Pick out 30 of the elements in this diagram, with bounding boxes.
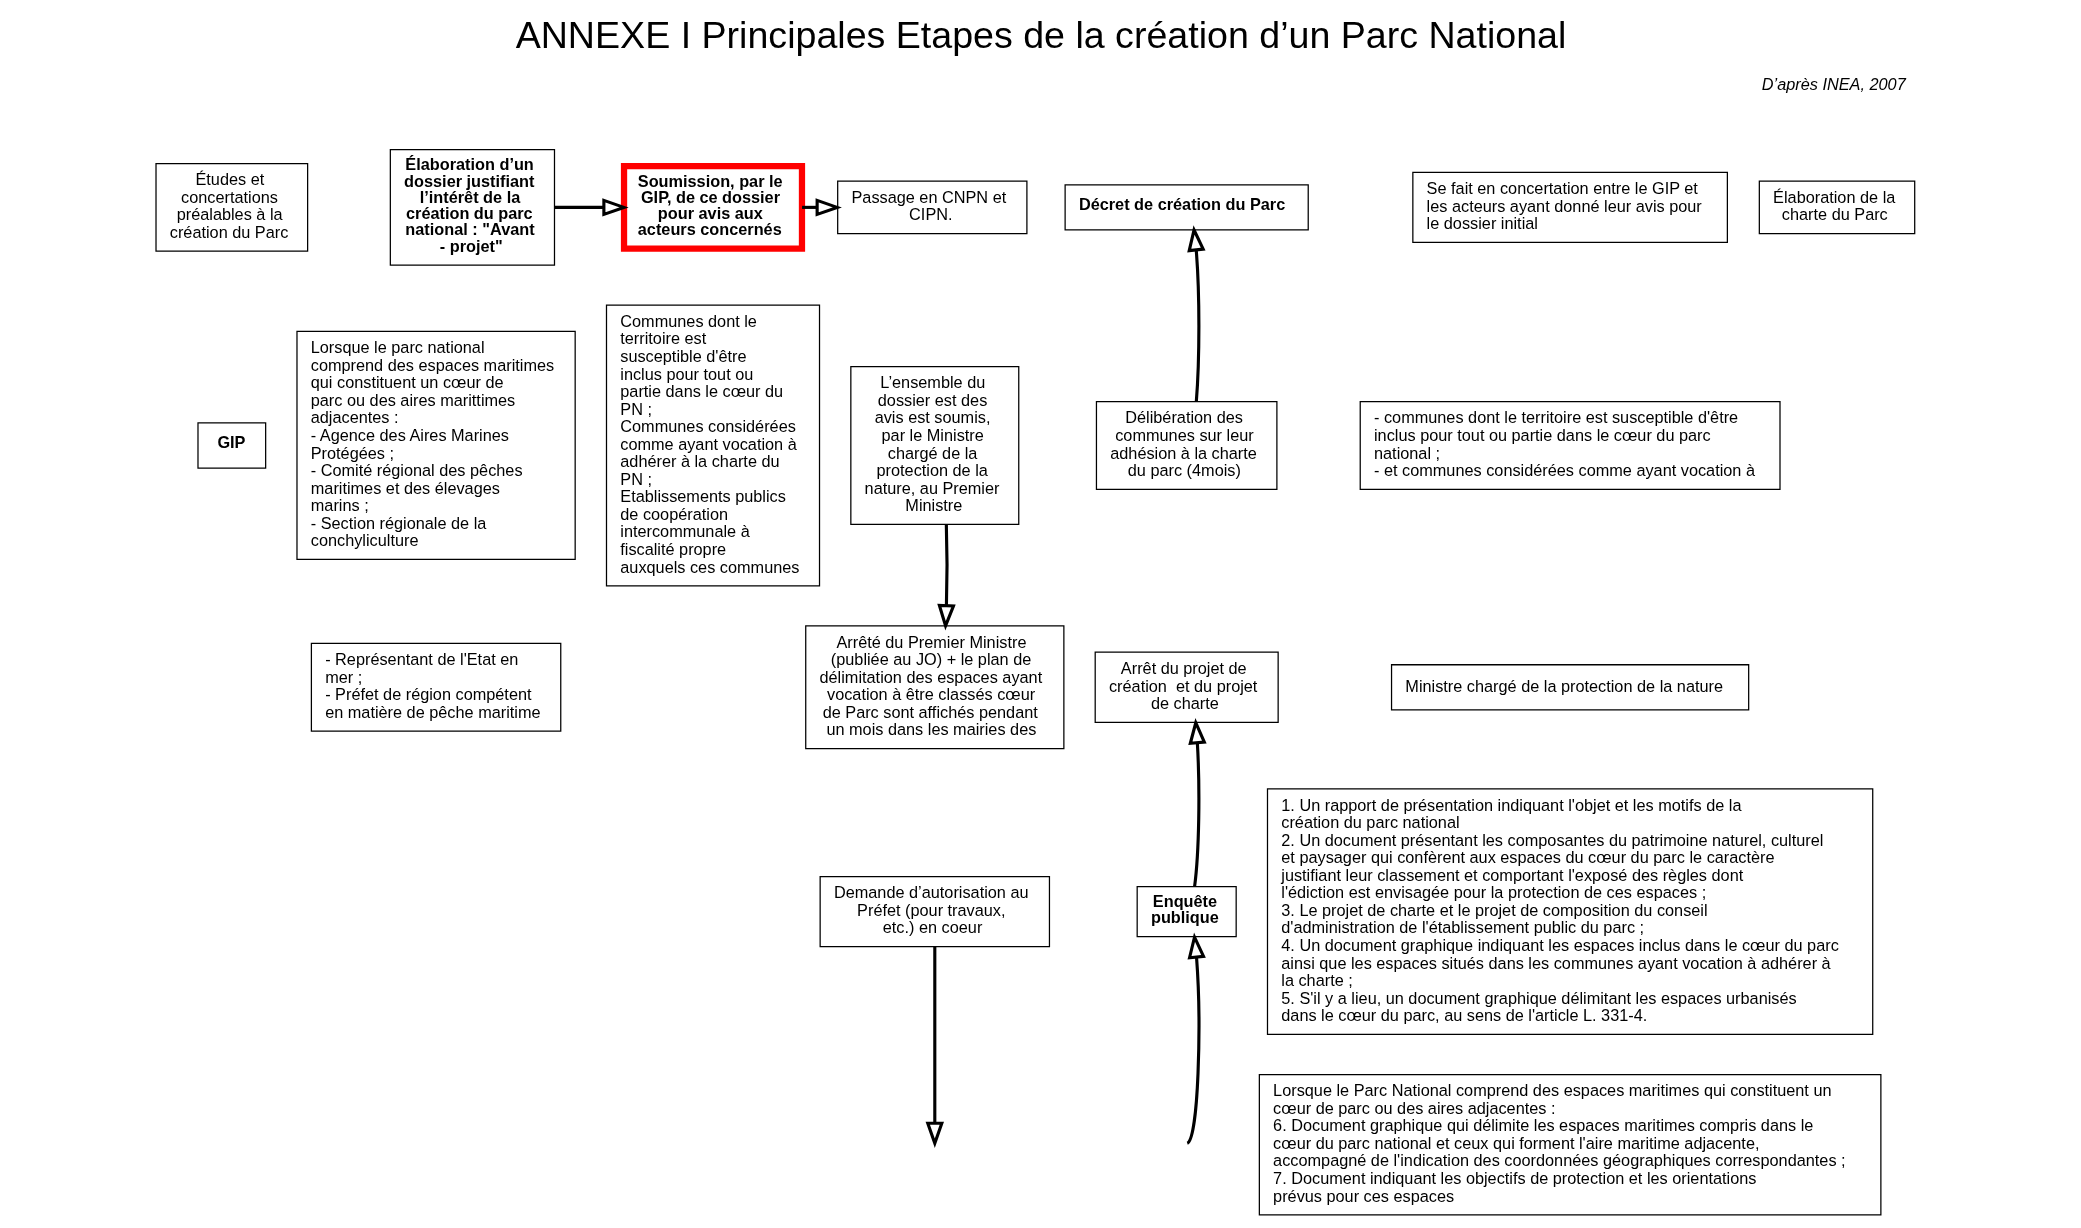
node-box: Élaboration d’un dossier justifiant l’intérêt de la création du parc national : "Avant - projet" (389, 149, 555, 266)
node-box: Soumission, par le GIP, de ce dossier pour avis aux acteurs concernés (620, 162, 805, 252)
node-box: 1. Un rapport de présentation indiquant l'objet et les motifs de la création du parc national 2. Un document présentant les composantes du patrimoine naturel, culturel et paysager qui confèrent aux espaces du cœur du parc le caractère justifiant leur classement et comportant l'exposé des règles dont l'édiction est envisagée pour la protection de ces espaces ; 3. Le projet de charte et le projet de composition du conseil d'administration de l'établissement public du parc ; 4. Un document graphique indiquant les espaces inclus dans le cœur du parc ainsi que les espaces situés dans les communes ayant vocation à adhérer à la charte ; 5. S'il y a lieu, un document graphique délimitant les espaces urbanisés dans le cœur du parc, au sens de l'article L. 331-4. (1266, 788, 1873, 1036)
arrow (936, 524, 956, 631)
arrow (925, 946, 944, 1149)
node-box: L’ensemble du dossier est des avis est soumis, par le Ministre chargé de la protection de la nature, au Premier Ministre (849, 365, 1019, 526)
node-box: Lorsque le Parc National comprend des espaces maritimes qui constituent un cœur de parc ou des aires adjacentes : 6. Document graphique qui délimite les espaces maritimes compris dans le cœur du parc national et ceux qui forment l'aire maritime adjacente, accompagné de l'indication des coordonnées géographiques correspondantes ; 7. Document indiquant les objectifs de protection et les orientations prévus pour ces espaces (1258, 1073, 1881, 1216)
node-box: Se fait en concertation entre le GIP et les acteurs ayant donné leur avis pour le dossier initial (1411, 171, 1728, 244)
node-box: Ministre chargé de la protection de la nature (1390, 664, 1749, 711)
arrow (554, 198, 629, 217)
node-box: Communes dont le territoire est susceptible d'être inclus pour tout ou partie dans le cœur du PN ; Communes considérées comme ayant vocation à adhérer à la charte du PN ; Etablissements publics de coopération intercommunale à fiscalité propre auxquels ces communes (605, 304, 820, 587)
node-box: Études et concertations préalables à la création du Parc (154, 162, 308, 252)
node-box: Demande d’autorisation au Préfet (pour travaux, etc.) en coeur (819, 875, 1050, 948)
arrow (1186, 225, 1206, 402)
node-box: Décret de création du Parc (1064, 184, 1309, 231)
node-box: Arrêté du Premier Ministre (publiée au JO) + le plan de délimitation des espaces ayant vocation à être classés cœur de Parc sont affichés pendant un mois dans les mairies des (804, 625, 1064, 750)
label: D’après INEA, 2007 (1761, 75, 1906, 94)
node-box: Passage en CNPN et CIPN. (836, 180, 1028, 235)
node-box: Élaboration de la charte du Parc (1758, 180, 1915, 235)
node-box: - communes dont le territoire est susceptible d'être inclus pour tout ou partie dans le cœur du parc national ; - et communes considérées comme ayant vocation à (1359, 400, 1781, 490)
node-box: Délibération des communes sur leur adhésion à la charte du parc (4mois) (1095, 400, 1277, 490)
node-box: Arrêt du projet de création et du projet de charte (1094, 651, 1279, 723)
node-box: - Représentant de l'Etat en mer ; - Préfet de région compétent en matière de pêche maritime (310, 642, 561, 732)
diagram-title: ANNEXE I Principales Etapes de la création d’un Parc National (515, 14, 1566, 57)
arrow (1185, 932, 1206, 1145)
arrow (801, 198, 842, 217)
arrow (1187, 718, 1207, 887)
node-box: Enquête publique (1136, 885, 1237, 938)
node-box: GIP (196, 422, 266, 469)
node-box: Lorsque le parc national comprend des espaces maritimes qui constituent un cœur de parc ou des aires marittimes adjacentes : - Agence des Aires Marines Protégées ; - Comité régional des pêches maritimes et des élevages marins ; - Section régionale de la conchyliculture (295, 330, 576, 561)
